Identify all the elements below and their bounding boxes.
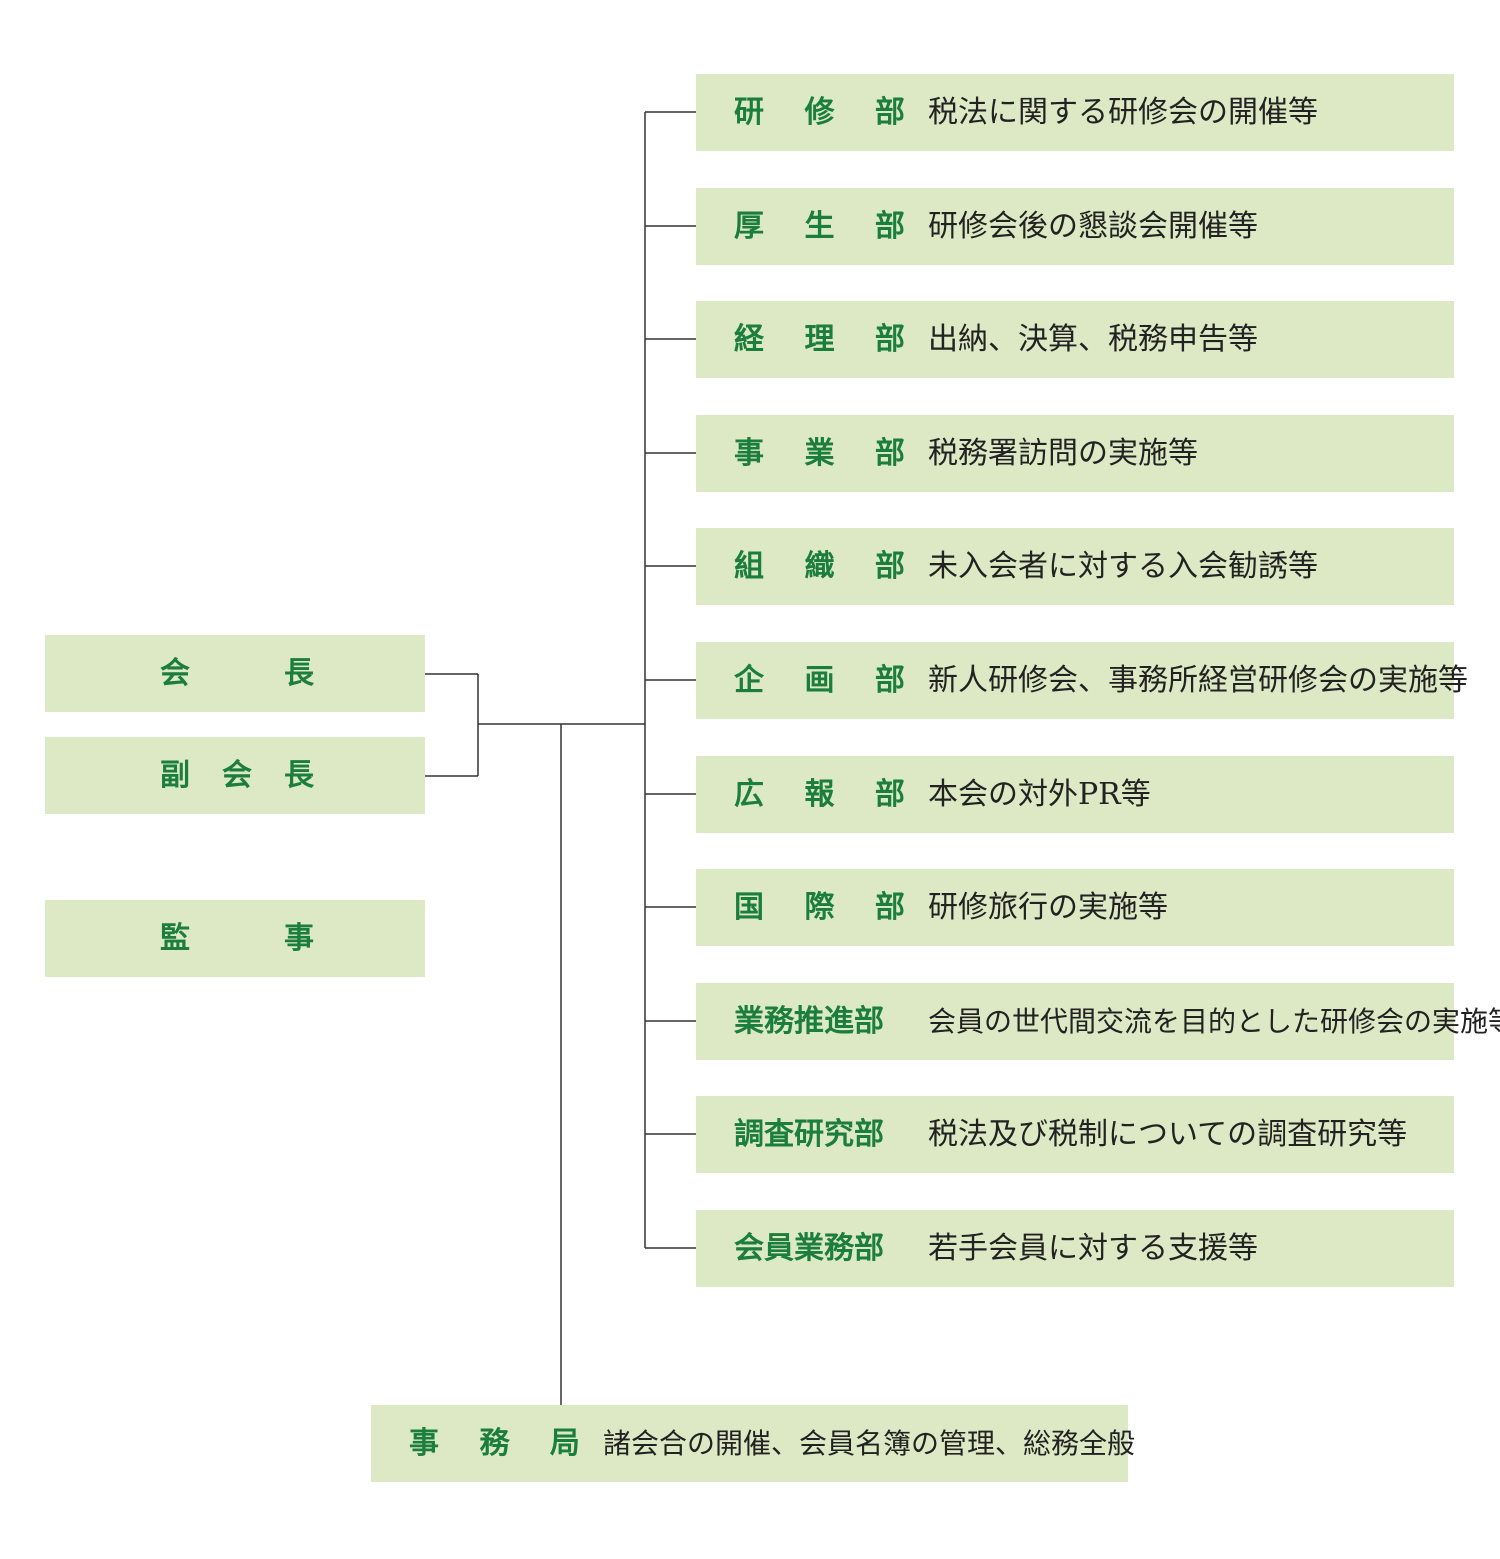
department-box: 研 修 部税法に関する研修会の開催等: [696, 74, 1454, 151]
department-box: 会員業務部 若手会員に対する支援等: [696, 1210, 1454, 1287]
department-box: 業務推進部 会員の世代間交流を目的とした研修会の実施等: [696, 983, 1500, 1060]
department-name: 事 業 部: [734, 436, 905, 471]
president-label-2: 長: [284, 656, 314, 691]
vice-president-label-3: 長: [284, 758, 314, 793]
auditor-label-2: 事: [284, 921, 314, 956]
department-description: 若手会員に対する支援等: [928, 1231, 1258, 1266]
office-name: 事 務 局: [409, 1405, 580, 1482]
department-description: 会員の世代間交流を目的とした研修会の実施等: [928, 1005, 1500, 1038]
office-box: 事 務 局 諸会合の開催、会員名簿の管理、総務全般: [371, 1405, 1135, 1482]
department-description: 研修旅行の実施等: [928, 890, 1168, 925]
department-box: 厚 生 部研修会後の懇談会開催等: [696, 188, 1454, 265]
vice-president-label-2: 会: [222, 758, 252, 793]
department-name: 研 修 部: [734, 95, 905, 130]
department-box: 調査研究部 税法及び税制についての調査研究等: [696, 1096, 1454, 1173]
vice-president-box: 副 会 長: [45, 737, 425, 814]
department-name: 会員業務部: [734, 1231, 884, 1266]
vice-president-label-1: 副: [160, 758, 190, 793]
department-description: 研修会後の懇談会開催等: [928, 209, 1258, 244]
office-description: 諸会合の開催、会員名簿の管理、総務全般: [603, 1427, 1136, 1460]
auditor-label-1: 監: [160, 921, 190, 956]
department-name: 厚 生 部: [734, 209, 905, 244]
president-label-1: 会: [160, 656, 190, 691]
department-name: 経 理 部: [734, 322, 905, 357]
auditor-box: 監 事: [45, 900, 425, 977]
department-name: 広 報 部: [734, 777, 905, 812]
department-description: 未入会者に対する入会勧誘等: [928, 549, 1318, 584]
department-name: 業務推進部: [734, 1004, 884, 1039]
department-name: 企 画 部: [734, 663, 905, 698]
department-box: 経 理 部出納、決算、税務申告等: [696, 301, 1454, 378]
department-description: 出納、決算、税務申告等: [928, 322, 1258, 357]
department-box: 企 画 部新人研修会、事務所経営研修会の実施等: [696, 642, 1468, 719]
department-description: 本会の対外PR等: [928, 777, 1151, 812]
department-name: 国 際 部: [734, 890, 905, 925]
department-name: 組 織 部: [734, 549, 905, 584]
president-box: 会 長: [45, 635, 425, 712]
office-name-char-1: 事 務 局: [409, 1426, 580, 1461]
department-name: 調査研究部: [734, 1117, 884, 1152]
department-box: 事 業 部税務署訪問の実施等: [696, 415, 1454, 492]
department-box: 組 織 部未入会者に対する入会勧誘等: [696, 528, 1454, 605]
department-box: 国 際 部研修旅行の実施等: [696, 869, 1454, 946]
department-description: 税務署訪問の実施等: [928, 436, 1198, 471]
department-box: 広 報 部本会の対外PR等: [696, 756, 1454, 833]
department-description: 新人研修会、事務所経営研修会の実施等: [928, 663, 1468, 698]
department-description: 税法に関する研修会の開催等: [928, 95, 1318, 130]
department-description: 税法及び税制についての調査研究等: [928, 1117, 1408, 1152]
